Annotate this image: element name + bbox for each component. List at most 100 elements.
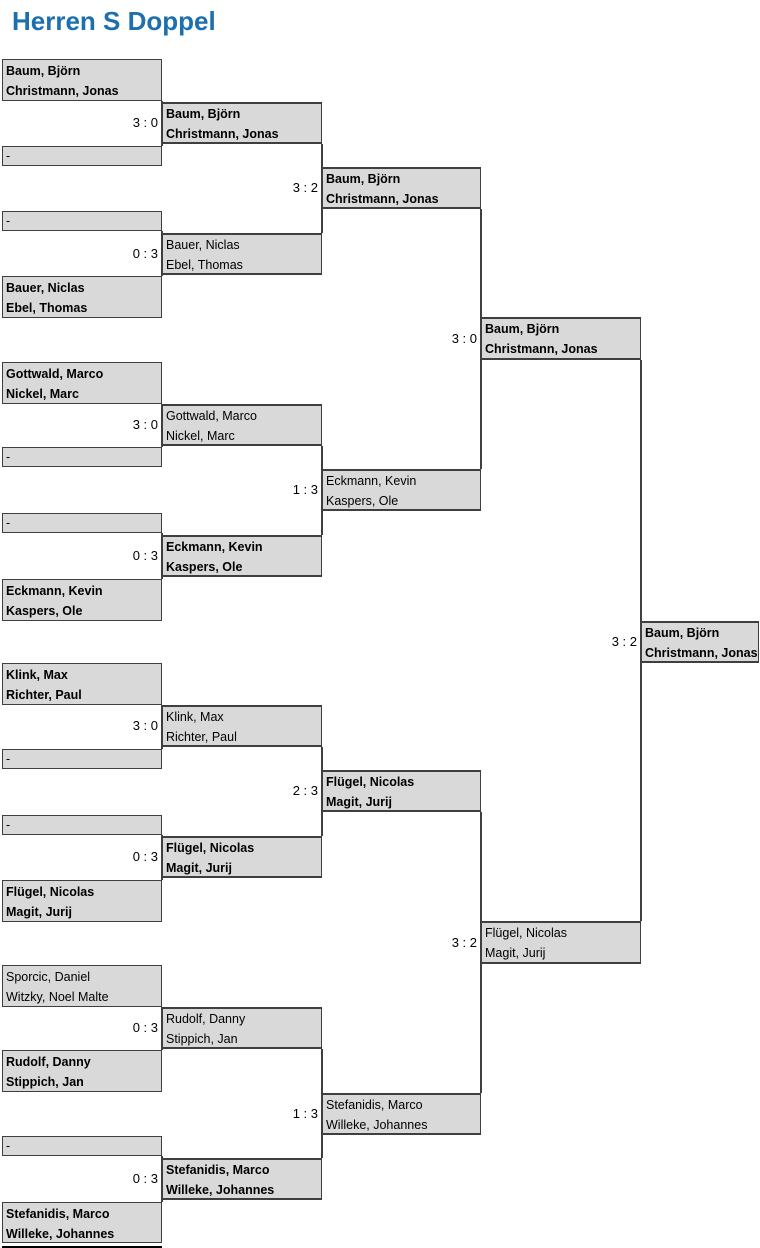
player-name: Christmann, Jonas (645, 646, 758, 660)
player-name: Rudolf, Danny (6, 1055, 91, 1069)
connector-r2-m2 (321, 446, 323, 535)
player-name: Gottwald, Marco (6, 367, 104, 381)
player-name: Kaspers, Ole (166, 560, 243, 574)
player-name: Willeke, Johannes (166, 1183, 275, 1197)
match-score-r2-m1: 3 : 2 (292, 180, 318, 195)
match-score-r1-m3: 3 : 0 (132, 417, 158, 432)
player-name: Eckmann, Kevin (326, 474, 417, 488)
player-name: Baum, Björn (6, 64, 81, 78)
player-name: Kaspers, Ole (6, 604, 83, 618)
player-name: Magit, Jurij (6, 905, 72, 919)
bye-marker: - (6, 450, 11, 464)
connector-r1-m4 (161, 533, 163, 579)
player-name: Baum, Björn (166, 107, 241, 121)
connector-r2-m4 (321, 1049, 323, 1158)
player-name: Flügel, Nicolas (326, 775, 415, 789)
connector-r1-m7 (161, 1007, 163, 1050)
match-score-r1-m8: 0 : 3 (132, 1171, 158, 1186)
connector-r1-m3 (161, 404, 163, 447)
connector-r1-m2 (161, 231, 163, 276)
player-name: Christmann, Jonas (166, 127, 279, 141)
player-name: Klink, Max (6, 668, 68, 682)
connector-r3-m2 (480, 812, 482, 1093)
bye-slot-r1-7: - (2, 513, 162, 533)
connector-r1-m6 (161, 835, 163, 880)
player-name: Stefanidis, Marco (6, 1207, 110, 1221)
bye-marker: - (6, 1139, 11, 1153)
match-score-r3-m1: 3 : 0 (451, 330, 477, 346)
bye-slot-r1-10: - (2, 749, 162, 769)
player-name: Flügel, Nicolas (485, 926, 567, 940)
player-name: Gottwald, Marco (166, 409, 258, 423)
match-score-r1-m1: 3 : 0 (132, 115, 158, 130)
player-name: Stefanidis, Marco (166, 1163, 270, 1177)
bye-slot-r1-11: - (2, 815, 162, 835)
player-name: Christmann, Jonas (326, 192, 439, 206)
connector-r4-m1 (640, 360, 642, 921)
player-name: Ebel, Thomas (6, 301, 88, 315)
match-score-r4-m1: 3 : 2 (611, 634, 637, 649)
page-title: Herren S Doppel (12, 6, 216, 36)
bottom-crop-line (2, 1246, 162, 1248)
player-name: Magit, Jurij (326, 795, 392, 809)
match-score-r1-m2: 0 : 3 (132, 246, 158, 261)
player-name: Sporcic, Daniel (6, 970, 91, 984)
match-score-r1-m5: 3 : 0 (132, 718, 158, 733)
player-name: Willeke, Johannes (326, 1118, 428, 1132)
bye-marker: - (6, 214, 11, 228)
player-name: Bauer, Niclas (166, 238, 240, 252)
match-score-r1-m6: 0 : 3 (132, 849, 158, 864)
match-score-r1-m7: 0 : 3 (132, 1020, 158, 1035)
player-name: Stippich, Jan (6, 1075, 84, 1089)
player-name: Kaspers, Ole (326, 494, 399, 508)
connector-r2-m1 (321, 144, 323, 233)
match-score-r2-m2: 1 : 3 (292, 482, 318, 497)
connector-r3-m1 (480, 209, 482, 469)
player-name: Christmann, Jonas (485, 342, 598, 356)
bye-marker: - (6, 752, 11, 766)
connector-r1-m8 (161, 1156, 163, 1202)
player-name: Flügel, Nicolas (166, 841, 255, 855)
player-name: Magit, Jurij (166, 861, 232, 875)
match-score-r2-m4: 1 : 3 (292, 1106, 318, 1121)
match-score-r1-m4: 0 : 3 (132, 548, 158, 563)
player-name: Baum, Björn (326, 172, 401, 186)
player-name: Eckmann, Kevin (166, 540, 263, 554)
connector-r1-m1 (161, 101, 163, 146)
player-name: Eckmann, Kevin (6, 584, 103, 598)
bye-marker: - (6, 149, 11, 163)
player-name: Willeke, Johannes (6, 1227, 115, 1241)
player-name: Richter, Paul (6, 688, 82, 702)
bye-marker: - (6, 818, 11, 832)
match-score-r2-m3: 2 : 3 (292, 783, 318, 798)
player-name: Richter, Paul (166, 730, 237, 744)
connector-r2-m3 (321, 747, 323, 836)
player-name: Stefanidis, Marco (326, 1098, 423, 1112)
player-name: Nickel, Marc (6, 387, 79, 401)
bye-slot-r1-6: - (2, 447, 162, 467)
player-name: Nickel, Marc (166, 429, 235, 443)
player-name: Bauer, Niclas (6, 281, 85, 295)
bye-slot-r1-15: - (2, 1136, 162, 1156)
